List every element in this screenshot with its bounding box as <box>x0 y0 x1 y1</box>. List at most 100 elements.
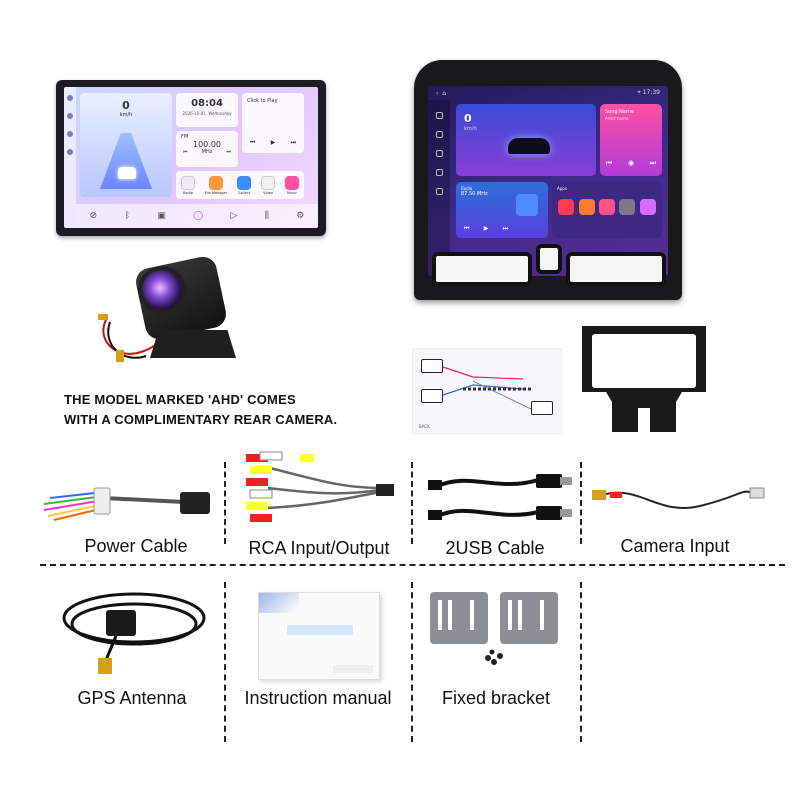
video-icon <box>261 175 276 190</box>
speed-unit: km/h <box>464 126 477 132</box>
speed-card: 0 km/h <box>456 104 596 176</box>
vent-left <box>432 252 532 286</box>
rear-camera-lens <box>138 266 186 314</box>
app-music: Music <box>285 175 300 195</box>
app-radio: Radio <box>180 175 195 195</box>
media-icon: ▷ <box>230 211 238 221</box>
location-icon: ⌖ <box>637 89 641 96</box>
equalizer-icon: ⫼ <box>264 211 269 221</box>
road-graphic <box>100 133 152 189</box>
car-icon <box>508 138 550 154</box>
dash-vents <box>424 240 672 292</box>
status-time: 17:39 <box>642 89 660 96</box>
freq-unit: MHz <box>201 149 213 155</box>
app-icon-red <box>558 199 575 215</box>
clock-card: 08:04 2026-10-01 Wednesday <box>176 93 238 127</box>
play-icon: ▶ <box>270 139 276 146</box>
usb-cable-image <box>428 474 572 520</box>
speed-value: 0 <box>122 99 130 112</box>
divider-v <box>580 462 582 544</box>
play-icon: ▶ <box>483 225 489 232</box>
wiring-diagram: BACK <box>412 348 562 434</box>
camera-icon: ▣ <box>157 211 166 221</box>
settings-icon: ⚙ <box>296 211 305 221</box>
next-icon: ⏭ <box>649 159 656 167</box>
fm-card: FM 100.00 ⏮MHz⏭ <box>176 131 238 167</box>
caption-instruction-manual: Instruction manual <box>244 688 392 708</box>
app-gallery: Gallery <box>237 175 252 195</box>
music-card: Click to Play ⏮ ▶ ⏭ <box>242 93 304 153</box>
camera-note: THE MODEL MARKED 'AHD' COMES WITH A COMP… <box>64 390 337 430</box>
clock-time: 08:04 <box>191 98 223 109</box>
divider-v <box>224 462 226 544</box>
app-icon-purple <box>639 199 656 215</box>
app-file-manager: File Manager <box>205 175 227 195</box>
clock-date: 2026-10-01 <box>182 111 206 116</box>
apps-label: Apps <box>557 186 567 191</box>
car-icon <box>118 167 136 179</box>
manual-footer-logos <box>333 665 373 673</box>
next-icon: ⏭ <box>290 139 296 146</box>
connector-box <box>421 359 443 373</box>
radio-frequency: 87.50 MHz <box>461 191 488 197</box>
vent-center <box>536 244 562 274</box>
divider-v <box>580 582 582 742</box>
apps-card: Apps <box>552 182 662 238</box>
click-to-play-label: Click to Play <box>247 98 278 104</box>
caption-fixed-bracket: Fixed bracket <box>441 688 551 708</box>
dock: ⊘ ᛒ ▣ ◯ ▷ ⫼ ⚙ <box>76 204 318 228</box>
vent-right <box>566 252 666 286</box>
connector-box <box>421 389 443 403</box>
waveform-icon <box>516 194 538 216</box>
rca-cable-image <box>246 451 394 522</box>
divider-v <box>224 582 226 742</box>
power-cable-image <box>44 487 210 521</box>
rear-camera-bracket <box>150 330 236 358</box>
song-card: Song Name Artist name ⏮ ◉ ⏭ <box>600 104 662 176</box>
gps-antenna-image <box>62 592 206 674</box>
caption-gps-antenna: GPS Antenna <box>77 688 187 708</box>
wiring-lines <box>442 366 533 410</box>
radio-label: Radio <box>461 186 473 191</box>
next-icon: ⏭ <box>226 149 231 155</box>
connector-box <box>531 401 553 415</box>
side-bar <box>428 100 450 276</box>
artist-name: Artist name <box>605 116 629 121</box>
back-icon: ‹ ⌂ <box>436 89 447 97</box>
camera-note-line1: THE MODEL MARKED 'AHD' COMES <box>64 392 296 407</box>
speed-card: 0 km/h <box>80 93 172 197</box>
app-icon-orange <box>578 199 595 215</box>
head-unit-flat: 0 km/h 08:04 2026-10-01 Wednesday Click … <box>56 80 326 236</box>
prev-icon: ⏮ <box>250 139 256 146</box>
speed-value: 0 <box>464 112 472 125</box>
divider-v <box>411 462 413 544</box>
app-icon-pink <box>598 199 615 215</box>
gallery-icon <box>237 175 252 190</box>
manual-corner-graphic <box>259 593 299 613</box>
caption-camera-input: Camera Input <box>620 536 730 556</box>
fixed-bracket-image <box>430 592 558 665</box>
radio-card: Radio 87.50 MHz ⏮▶⏭ <box>456 182 548 238</box>
bluetooth-icon: ᛒ <box>124 211 130 221</box>
app-row: Radio File Manager Gallery Video Music <box>176 171 304 199</box>
divider-h <box>40 564 785 566</box>
clock-weekday: Wednesday <box>208 111 232 116</box>
divider-v <box>411 582 413 742</box>
camera-note-line2: WITH A COMPLIMENTARY REAR CAMERA. <box>64 412 338 427</box>
radio-icon <box>180 175 195 190</box>
home-icon: ◯ <box>193 211 204 221</box>
song-name: Song Name <box>605 109 634 115</box>
caption-rca: RCA Input/Output <box>248 538 390 558</box>
app-video: Video <box>261 175 276 195</box>
caption-usb: 2USB Cable <box>445 538 545 558</box>
folder-icon <box>209 175 224 190</box>
wiring-label: BACK <box>419 424 430 429</box>
caption-power-cable: Power Cable <box>84 536 188 556</box>
manual-banner <box>287 625 353 635</box>
app-icon-gray <box>619 199 636 215</box>
play-icon: ◉ <box>627 159 635 167</box>
fm-label: FM <box>181 134 189 140</box>
music-icon <box>285 175 300 190</box>
fm-frequency: 100.00 <box>193 140 221 149</box>
prev-icon: ⏮ <box>606 159 613 167</box>
